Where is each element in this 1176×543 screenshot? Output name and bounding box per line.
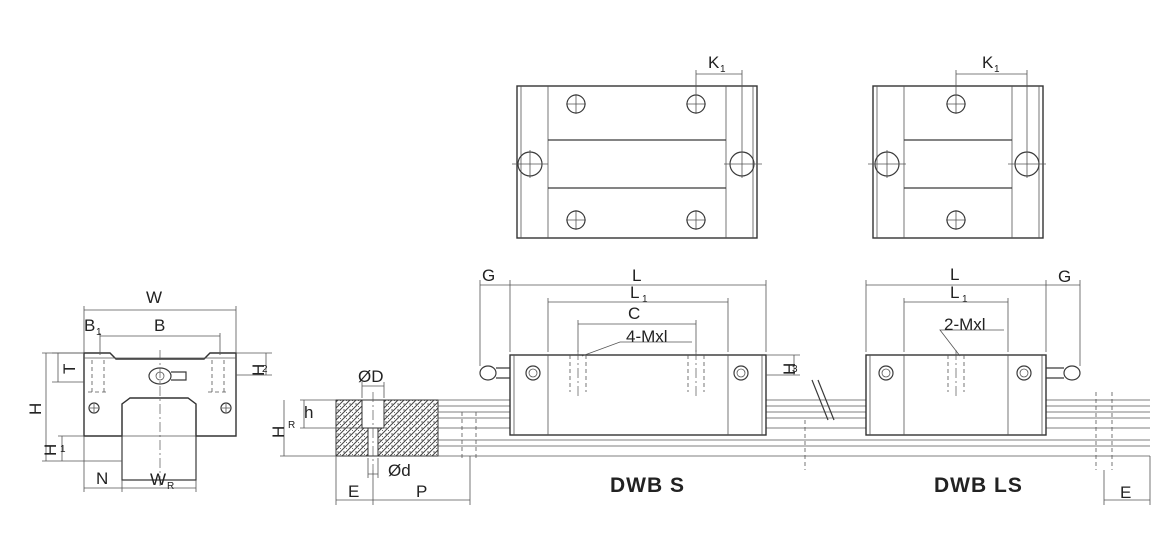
dim-E-left: E: [348, 482, 359, 501]
dim-WR-sub: R: [167, 481, 174, 492]
dim-K1-s: K: [708, 53, 720, 72]
dim-B1: B: [84, 316, 95, 335]
dim-L1-ls: L: [950, 283, 959, 302]
dim-H2: H: [249, 364, 268, 376]
dim-phi-d: Ød: [388, 461, 411, 480]
dim-B: B: [154, 316, 165, 335]
dim-E-right: E: [1120, 483, 1131, 502]
label-2-Mxl: 2-Mxl: [944, 315, 986, 334]
dim-HR-sub: R: [288, 420, 295, 431]
dim-H2-sub: 2: [262, 364, 268, 375]
dwbls-top-view: K 1: [868, 53, 1046, 239]
dwbs-side-view: C 4-Mxl L 1 L G H DWB S: [479, 266, 800, 497]
dim-T: T: [60, 364, 79, 374]
title-dwbs: DWB S: [610, 474, 685, 497]
dim-H: H: [26, 403, 45, 415]
dim-h: h: [304, 403, 313, 422]
rail-side-view: ØD Ød h H E P E: [269, 367, 1151, 505]
dim-L1-s: L: [630, 283, 639, 302]
dim-H1-sub: 1: [60, 444, 66, 455]
dwbls-side-view: 2-Mxl L 1 L G DWB LS: [865, 265, 1081, 497]
dim-phi-D: ØD: [358, 367, 384, 386]
dim-H3: H: [780, 363, 799, 375]
dim-HR: H: [269, 426, 288, 438]
dim-L1-s-sub: 1: [642, 294, 648, 305]
dim-N: N: [96, 469, 108, 488]
dim-C: C: [628, 304, 640, 323]
dim-P: P: [416, 482, 427, 501]
dim-H1: H: [41, 444, 60, 456]
dim-L-ls: L: [950, 265, 959, 284]
dim-K1-ls: K: [982, 53, 994, 72]
front-view: W B B 1 H T H H N W R: [26, 288, 272, 492]
title-dwbls: DWB LS: [934, 474, 1023, 497]
dim-W: W: [146, 288, 162, 307]
dim-G-right: G: [1058, 267, 1071, 286]
label-4-Mxl: 4-Mxl: [626, 327, 668, 346]
dim-L1-ls-sub: 1: [962, 294, 968, 305]
dwbs-top-view: K 1: [512, 53, 762, 239]
dim-WR: W: [150, 470, 166, 489]
dim-L-s: L: [632, 266, 641, 285]
dim-G-left: G: [482, 266, 495, 285]
dim-B1-sub: 1: [96, 327, 102, 338]
dim-K1-s-sub: 1: [720, 64, 726, 75]
dim-H3-sub: 3: [792, 364, 798, 375]
dim-K1-ls-sub: 1: [994, 64, 1000, 75]
